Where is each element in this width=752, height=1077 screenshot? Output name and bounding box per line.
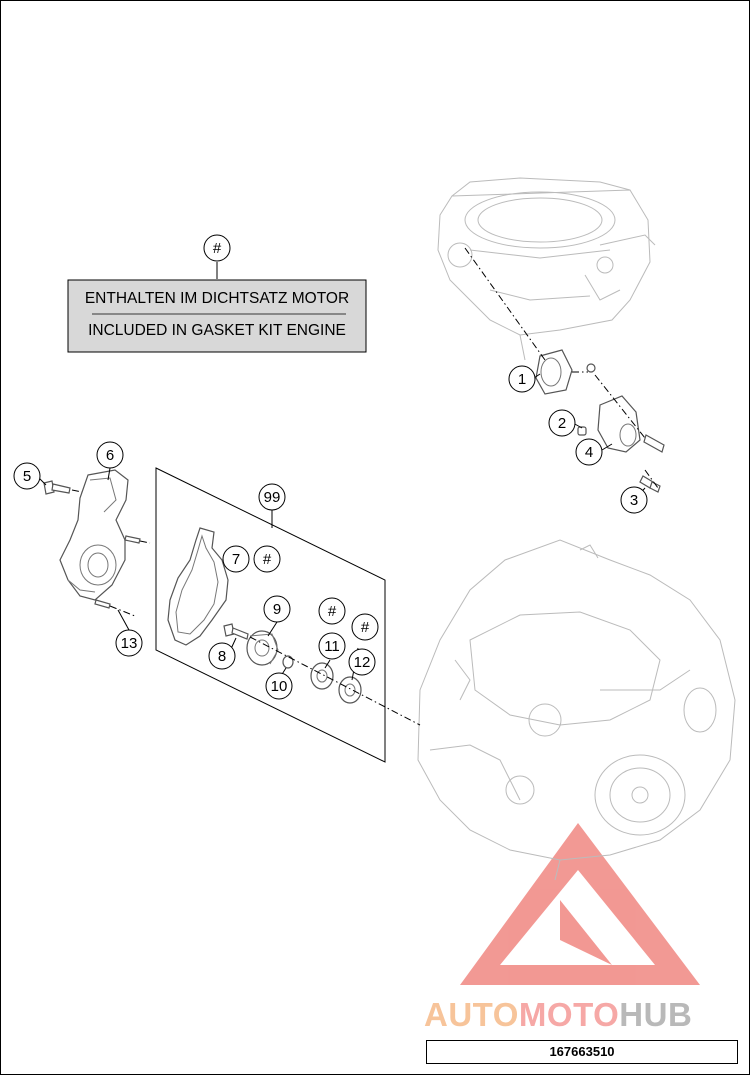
callout-99: 99	[258, 483, 286, 511]
watermark-logo	[460, 823, 700, 985]
callout-label: 13	[121, 635, 138, 652]
callout-7: 7	[222, 545, 250, 573]
cylinder-illustration	[437, 177, 656, 361]
water-pump-cover-part	[59, 469, 129, 601]
assembly-axis-lines	[71, 247, 659, 726]
thermostat-cover-part	[577, 395, 665, 453]
gasket-kit-box	[155, 467, 386, 763]
callout-10: 10	[265, 672, 293, 700]
seal-ring-part-12	[338, 676, 362, 704]
callout-4: 4	[575, 438, 603, 466]
callout-11: 11	[318, 632, 346, 660]
callout-label: #	[328, 603, 337, 620]
note-text-german: ENTHALTEN IM DICHTSATZ MOTOR	[85, 290, 349, 307]
callout-label: 3	[630, 492, 638, 509]
callout-label: #	[263, 551, 272, 568]
callout-label: 7	[232, 551, 240, 568]
callout-label: 10	[271, 678, 288, 695]
drawing-number: 167663510	[426, 1040, 738, 1064]
watermark-part-moto: MOTO	[518, 996, 620, 1033]
callout-8: 8	[208, 642, 236, 670]
callout-9: 9	[263, 595, 291, 623]
callout-6: 6	[96, 441, 124, 469]
thermostat-part	[535, 349, 596, 395]
engine-case-illustration	[417, 539, 736, 881]
callout-label: 9	[273, 601, 281, 618]
callout-label: 11	[324, 638, 340, 655]
callout-label: 5	[23, 468, 31, 485]
watermark-part-auto: AUTO	[424, 996, 519, 1033]
callout-11-marker: #	[318, 597, 346, 625]
gasket-part-7	[167, 527, 229, 646]
callout-12-marker: #	[351, 613, 379, 641]
callout-label: 1	[518, 371, 526, 388]
callout-13: 13	[115, 629, 143, 657]
callout-5: 5	[13, 462, 41, 490]
seal-ring-part-11	[310, 662, 334, 690]
callout-1: 1	[508, 365, 536, 393]
watermark-wordmark: AUTOMOTOHUB	[424, 996, 744, 1034]
callout-label: 99	[264, 489, 281, 506]
callout-note-marker: #	[203, 234, 231, 262]
callout-7-marker: #	[253, 545, 281, 573]
callout-2: 2	[548, 409, 576, 437]
callout-label: 8	[218, 648, 226, 665]
screw-part-13	[94, 535, 141, 609]
note-text-english: INCLUDED IN GASKET KIT ENGINE	[88, 322, 346, 339]
watermark-part-hub: HUB	[619, 996, 693, 1033]
o-ring-part-10	[282, 655, 294, 669]
callout-label: #	[361, 619, 370, 636]
gasket-kit-note: ENTHALTEN IM DICHTSATZ MOTOR INCLUDED IN…	[67, 279, 367, 353]
callout-12: 12	[348, 648, 376, 676]
callout-label: 12	[354, 654, 371, 671]
callout-3: 3	[620, 486, 648, 514]
callout-label: 2	[558, 415, 566, 432]
screw-part-8	[223, 623, 249, 640]
screw-part-5	[43, 480, 71, 495]
callout-label: 4	[585, 444, 593, 461]
callout-label: #	[213, 240, 222, 257]
impeller-part-9	[246, 630, 279, 666]
callout-label: 6	[106, 447, 114, 464]
screw-part-3	[639, 475, 661, 493]
